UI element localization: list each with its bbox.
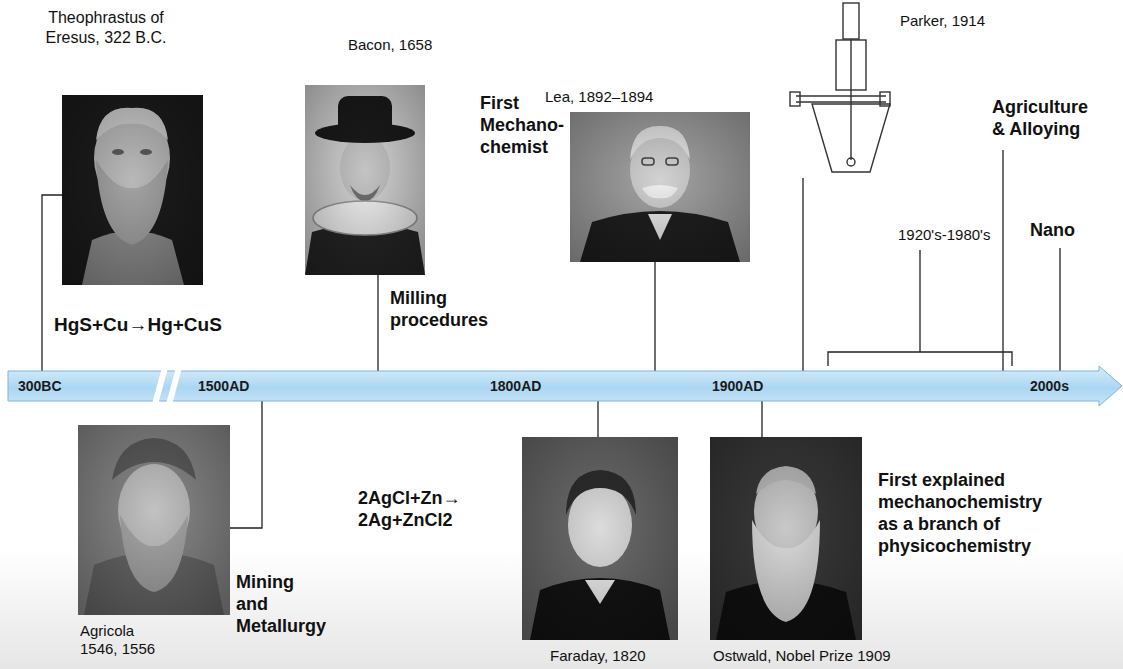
leader-line (230, 401, 262, 528)
event-caption: 1920's-1980's (898, 226, 990, 244)
event-note: First explained mechanochemistry as a br… (878, 470, 1058, 558)
axis-break (154, 364, 166, 408)
plate (796, 101, 886, 102)
event-note: Mining and Metallurgy (236, 572, 326, 638)
portrait (710, 437, 862, 640)
portrait-ground (522, 437, 678, 640)
portrait-shade (305, 85, 425, 275)
leader-line (1002, 150, 1003, 371)
event-caption: Agricola 1546, 1556 (80, 622, 170, 659)
event-note: 2AgCl+Zn→ 2Ag+ZnCl2 (358, 488, 483, 532)
portrait-ground (305, 85, 425, 275)
portrait (570, 112, 750, 262)
portrait-ground (78, 425, 230, 615)
leader-line (1059, 248, 1060, 371)
drawing-ground (785, 0, 890, 178)
event-note: Agriculture & Alloying (992, 97, 1100, 141)
leader-line (597, 401, 598, 437)
portrait-ground (62, 95, 203, 285)
event-caption: Theophrastus of Eresus, 322 B.C. (36, 8, 176, 47)
event-note: Nano (1030, 220, 1075, 242)
portrait (62, 95, 203, 285)
leader-line (802, 178, 803, 371)
portrait-shade (78, 425, 230, 615)
portrait-ground (570, 112, 750, 262)
cylinder (843, 3, 859, 39)
timeline-year: 1800AD (490, 378, 541, 395)
axis-break (168, 364, 180, 408)
timeline-year: 2000s (1030, 378, 1069, 395)
housing (836, 40, 866, 90)
portrait (305, 85, 425, 275)
leader-line (377, 275, 378, 371)
apparatus-drawing (785, 0, 890, 178)
band-shape (8, 366, 1123, 406)
period-bracket (828, 352, 1012, 366)
timeline-year: 300BC (18, 378, 62, 395)
leader-line (42, 195, 62, 371)
rod (850, 39, 851, 120)
event-caption: Parker, 1914 (900, 12, 985, 30)
event-caption: Bacon, 1658 (348, 36, 432, 54)
leader-line (654, 262, 655, 371)
portrait (522, 437, 678, 640)
portrait-shade (570, 112, 750, 262)
bracket-stem (919, 250, 920, 352)
timeline-year: 1500AD (198, 378, 249, 395)
pestle (850, 120, 851, 160)
event-caption: Faraday, 1820 (550, 647, 646, 665)
portrait (78, 425, 230, 615)
event-caption: Lea, 1892–1894 (545, 88, 653, 106)
event-caption: Ostwald, Nobel Prize 1909 (713, 647, 891, 665)
leader-line (761, 401, 762, 437)
clamp (790, 92, 800, 106)
timeline-year: 1900AD (712, 378, 763, 395)
timeline-band: 300BC 1500AD 1800AD 1900AD 2000s (8, 366, 1123, 406)
plate (796, 95, 886, 96)
portrait-shade (522, 437, 678, 640)
portrait-shade (62, 95, 203, 285)
event-note: HgS+Cu→Hg+CuS (54, 313, 222, 336)
vessel (812, 104, 890, 172)
portrait-shade (710, 437, 862, 640)
portrait-ground (710, 437, 862, 640)
pestle-head (847, 158, 855, 166)
event-note: Milling procedures (390, 288, 488, 332)
